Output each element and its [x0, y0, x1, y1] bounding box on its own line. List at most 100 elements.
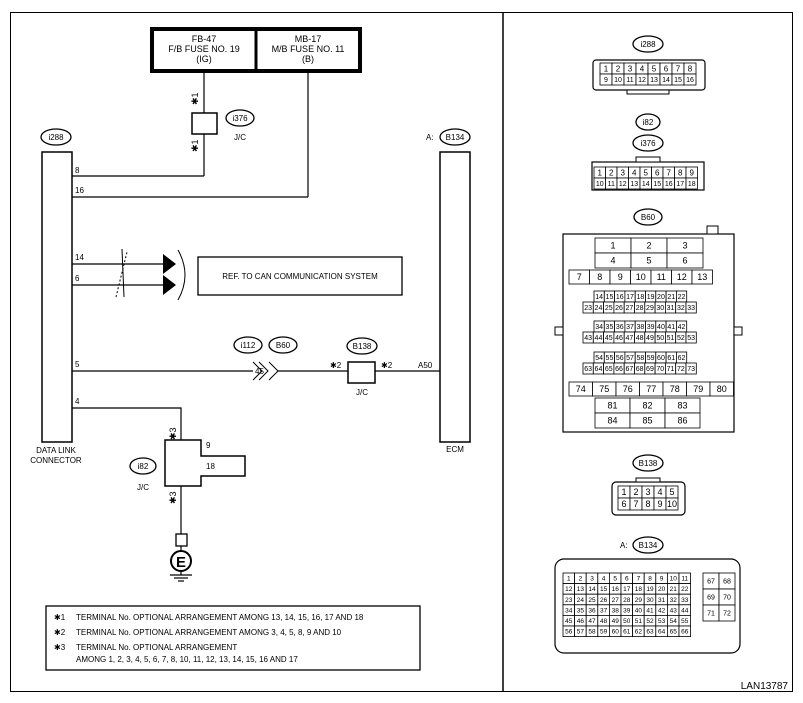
pin-2: 2: [609, 168, 614, 177]
pin-70: 70: [723, 595, 731, 602]
dlc-label-1: DATA LINK: [36, 446, 76, 455]
pin-60: 60: [612, 629, 620, 636]
pin-68: 68: [636, 366, 644, 373]
pin-81: 81: [607, 401, 617, 411]
pin-59: 59: [600, 629, 608, 636]
pin-19: 19: [646, 586, 654, 593]
pin-4: 4: [657, 487, 662, 497]
pin-15: 15: [674, 77, 682, 84]
pin-3: 3: [590, 576, 594, 583]
svg-text:B60: B60: [276, 341, 291, 350]
pin-15: 15: [606, 294, 614, 301]
pin-24: 24: [577, 597, 585, 604]
pin-33: 33: [687, 305, 695, 312]
pin-27: 27: [625, 305, 633, 312]
pin-55: 55: [681, 618, 689, 625]
pin-63: 63: [584, 366, 592, 373]
pin-11: 11: [626, 77, 633, 84]
pin-73: 73: [687, 366, 695, 373]
pin-8: 8: [688, 64, 693, 73]
pin-11: 11: [681, 576, 688, 583]
pin-13: 13: [577, 586, 585, 593]
pin-64: 64: [658, 629, 666, 636]
pin-12: 12: [565, 586, 573, 593]
pin-35: 35: [606, 324, 614, 331]
pin-52: 52: [677, 335, 685, 342]
svg-text:i288: i288: [640, 40, 656, 49]
pin-14: 14: [595, 294, 603, 301]
pin-47: 47: [625, 335, 633, 342]
pin-43: 43: [584, 335, 592, 342]
pin-29: 29: [635, 597, 643, 604]
pin-86: 86: [677, 416, 687, 426]
pin-68: 68: [723, 579, 731, 586]
pin-14: 14: [662, 77, 670, 84]
pin-17: 17: [623, 586, 631, 593]
dlc-label-2: CONNECTOR: [30, 456, 82, 465]
pin-38: 38: [636, 324, 644, 331]
pin-14: 14: [642, 181, 650, 188]
can-wire-pin5: 45 ✱2 ✱2: [72, 361, 440, 384]
star3-top: ✱3: [168, 427, 178, 440]
pin-30: 30: [646, 597, 654, 604]
pin-62: 62: [635, 629, 643, 636]
can-reference-box: REF. TO CAN COMMUNICATION SYSTEM: [197, 256, 403, 296]
data-link-connector: i288 DATA LINK CONNECTOR 8 16 14 6 5 4: [30, 128, 84, 465]
pin-83: 83: [677, 401, 687, 411]
pin-51: 51: [635, 618, 643, 625]
pin-16: 16: [665, 181, 673, 188]
pin-7: 7: [633, 499, 638, 509]
pin-66: 66: [615, 366, 623, 373]
pin-67: 67: [625, 366, 633, 373]
pin-37: 37: [626, 324, 634, 331]
pin-5: 5: [652, 64, 657, 73]
pin-25: 25: [605, 305, 613, 312]
can-lines: [72, 248, 186, 301]
note-1-text: TERMINAL No. OPTIONAL ARRANGEMENT AMONG …: [76, 613, 364, 622]
pin-9: 9: [660, 576, 664, 583]
pin-36: 36: [616, 324, 624, 331]
pin-47: 47: [588, 618, 596, 625]
jc-i376-label: J/C: [234, 133, 246, 142]
pin-67: 67: [707, 579, 715, 586]
pin-15: 15: [600, 586, 608, 593]
pin-16: 16: [686, 77, 694, 84]
fuse-fb-type: (IG): [196, 54, 212, 64]
pin-3: 3: [682, 241, 687, 251]
pin-58: 58: [636, 355, 644, 362]
pin-49: 49: [612, 618, 620, 625]
pin-10: 10: [667, 499, 677, 509]
b60-badge: B60: [268, 336, 298, 354]
pin-16: 16: [616, 294, 624, 301]
pin-1: 1: [567, 576, 571, 583]
pin-8: 8: [645, 499, 650, 509]
ecm-connector: A: B134 ECM A50: [418, 128, 471, 454]
jc-i82-label: J/C: [137, 483, 149, 492]
pin-35: 35: [577, 607, 585, 614]
pin-2: 2: [646, 241, 651, 251]
pin-43: 43: [670, 607, 678, 614]
pin-36: 36: [588, 607, 596, 614]
pin-31: 31: [658, 597, 666, 604]
pin-26: 26: [600, 597, 608, 604]
pin-40: 40: [657, 324, 665, 331]
star1-bottom: ✱1: [190, 139, 200, 152]
pin-69: 69: [646, 366, 654, 373]
pin-14: 14: [588, 586, 596, 593]
pin-11: 11: [657, 272, 666, 282]
pin-69: 69: [707, 595, 715, 602]
pin-46: 46: [577, 618, 585, 625]
notes-box: ✱1 TERMINAL No. OPTIONAL ARRANGEMENT AMO…: [45, 605, 421, 671]
pin-84: 84: [607, 416, 617, 426]
pin-41: 41: [667, 324, 675, 331]
pin-38: 38: [612, 607, 620, 614]
pin-28: 28: [636, 305, 644, 312]
svg-text:i82: i82: [643, 118, 654, 127]
jc-b138-badge: B138: [346, 337, 378, 355]
ground-symbol: E: [170, 550, 192, 582]
pin-72: 72: [723, 611, 731, 618]
pin-29: 29: [646, 305, 654, 312]
pin-6: 6: [664, 64, 669, 73]
